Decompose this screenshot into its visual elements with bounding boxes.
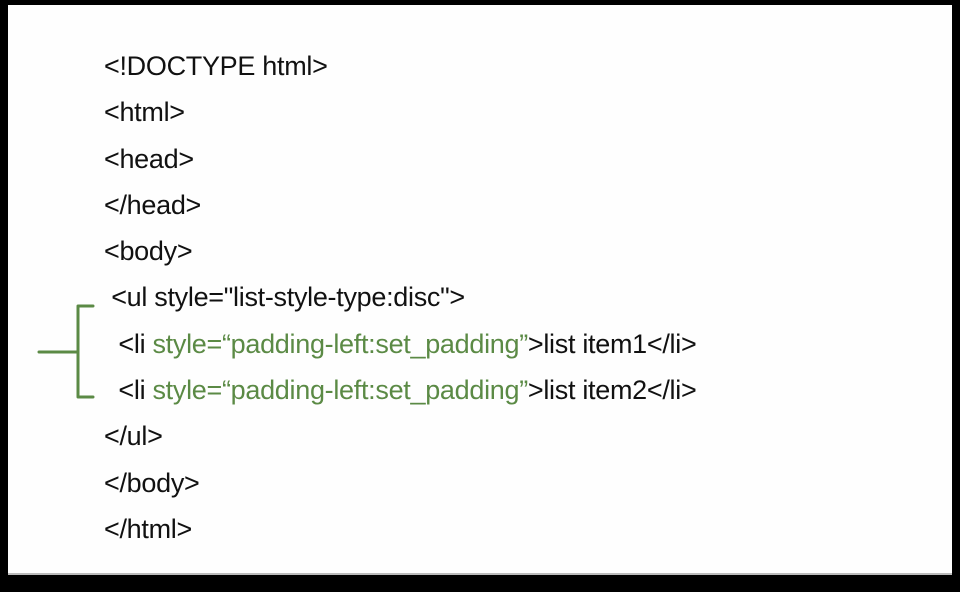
li-1-style-highlight: style=“padding-left:set_padding” xyxy=(152,328,528,359)
code-line-ul-open: <ul style="list-style-type:disc"> xyxy=(104,282,465,313)
li-2-style-highlight: style=“padding-left:set_padding” xyxy=(152,375,528,406)
code-slide: <!DOCTYPE html> <html> <head> </head> <b… xyxy=(8,5,952,573)
li-1-suffix: >list item1</li> xyxy=(527,328,697,359)
code-line-ul-close: </ul> xyxy=(104,421,163,452)
code-line-head-close: </head> xyxy=(104,189,202,220)
li-2-prefix: <li xyxy=(104,375,153,406)
code-line-html-open: <html> xyxy=(104,97,185,128)
li-1-prefix: <li xyxy=(104,328,153,359)
code-line-doctype: <!DOCTYPE html> xyxy=(104,51,328,81)
code-line-li-2: <li style=“padding-left:set_padding”>lis… xyxy=(104,367,696,413)
code-block: <!DOCTYPE html> <html> <head> </head> <b… xyxy=(104,43,697,552)
code-line-head-open: <head> xyxy=(104,143,194,174)
li-2-suffix: >list item2</li> xyxy=(527,375,697,406)
code-line-body-open: <body> xyxy=(104,236,193,267)
bracket-icon xyxy=(37,304,95,399)
code-line-html-close: </html> xyxy=(104,513,192,544)
code-line-li-1: <li style=“padding-left:set_padding”>lis… xyxy=(104,321,696,367)
code-line-body-close: </body> xyxy=(104,467,200,498)
